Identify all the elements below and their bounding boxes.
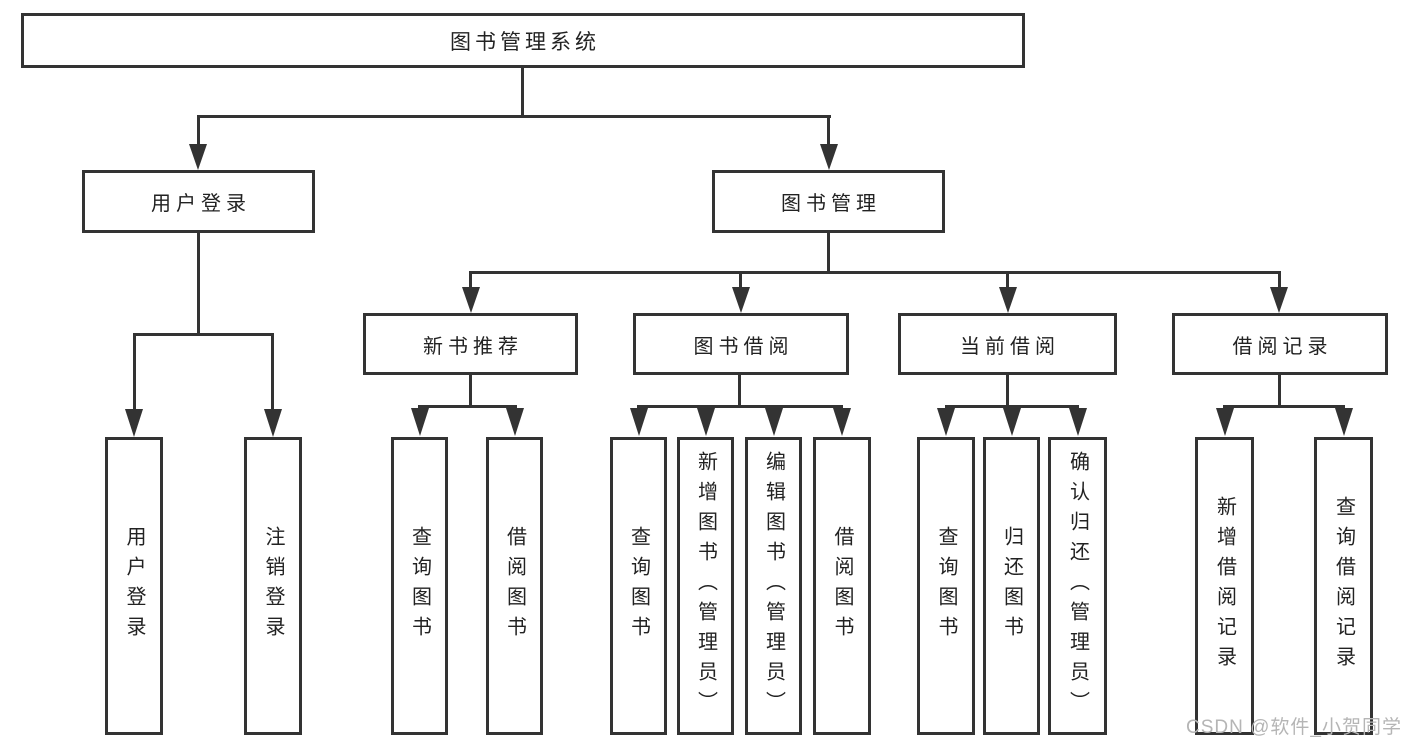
node-new-books: 新书推荐 [363,313,578,375]
node-book-mgmt: 图书管理 [712,170,945,233]
leaf-logout: 注销登录 [244,437,302,735]
connector-drop-book-mgmt [827,115,830,147]
connector-user-login-stem [196,233,200,335]
node-root: 图书管理系统 [21,13,1025,68]
arrowhead-leaf-query-record [1334,408,1353,436]
connector-drop-user-login [196,115,200,147]
leaf-query-books-2-label: 查询图书 [627,526,650,646]
connector-borrow-records-stem [1277,375,1281,408]
arrowhead-leaf-borrow-2 [833,408,851,436]
leaf-query-books-1: 查询图书 [391,437,448,735]
leaf-borrow-books-1-label: 借阅图书 [503,526,526,646]
leaf-add-borrow-record-label: 新增借阅记录 [1213,496,1236,676]
leaf-edit-book-admin: 编辑图书（管理员） [745,437,802,735]
arrowhead-leaf-confirm-return [1068,408,1087,436]
node-book-mgmt-label: 图书管理 [781,193,881,215]
arrowhead-leaf-add-book [696,408,715,436]
leaf-add-book-admin: 新增图书（管理员） [677,437,734,735]
arrowhead-leaf-borrow-1 [505,408,524,436]
connector-user-login-bar [132,333,274,336]
arrowhead-leaf-query-3 [937,408,955,436]
leaf-add-borrow-record: 新增借阅记录 [1195,437,1254,735]
node-current-borrow: 当前借阅 [898,313,1117,375]
leaf-query-borrow-record-label: 查询借阅记录 [1332,496,1355,676]
arrowhead-leaf-login [125,409,143,437]
node-book-borrow-label: 图书借阅 [693,335,794,358]
connector-current-borrow-bar [944,405,1079,408]
leaf-borrow-books-1: 借阅图书 [486,437,543,735]
watermark-text: CSDN @软件_小贺同学 [1186,717,1402,738]
connector-drop-borrow-records [1277,271,1281,291]
arrowhead-leaf-edit-book [764,408,783,436]
leaf-user-login-label: 用户登录 [123,526,145,646]
node-current-borrow-label: 当前借阅 [960,335,1060,358]
connector-drop-book-borrow [739,271,742,291]
leaf-query-borrow-record: 查询借阅记录 [1314,437,1373,735]
leaf-borrow-books-2: 借阅图书 [813,437,871,735]
connector-current-borrow-stem [1006,375,1009,408]
connector-book-mgmt-stem [827,233,830,274]
arrowhead-leaf-query-1 [410,408,429,436]
connector-drop-leaf-login [132,333,136,413]
arrowhead-borrow-records [1270,287,1288,313]
node-borrow-records-label: 借阅记录 [1232,335,1333,358]
node-user-login: 用户登录 [82,170,315,233]
leaf-confirm-return-admin-label: 确认归还（管理员） [1066,451,1089,721]
arrowhead-leaf-add-record [1215,408,1234,436]
leaf-return-book: 归还图书 [983,437,1040,735]
arrowhead-user-login [189,144,207,170]
connector-drop-current-borrow [1006,271,1009,291]
node-new-books-label: 新书推荐 [423,335,523,358]
connector-level2-bar [196,115,831,118]
leaf-add-book-admin-label: 新增图书（管理员） [694,451,717,721]
node-user-login-label: 用户登录 [151,193,251,215]
arrowhead-current-borrow [998,287,1017,313]
leaf-user-login: 用户登录 [105,437,163,735]
node-borrow-records: 借阅记录 [1172,313,1388,375]
connector-borrow-records-bar [1223,405,1345,408]
arrowhead-leaf-query-2 [629,408,648,436]
leaf-query-books-3-label: 查询图书 [935,526,957,646]
arrowhead-book-mgmt [819,144,838,170]
arrowhead-leaf-return-book [1002,408,1021,436]
connector-book-borrow-bar [637,405,843,408]
arrowhead-leaf-logout [263,409,282,437]
leaf-logout-label: 注销登录 [262,526,284,646]
leaf-edit-book-admin-label: 编辑图书（管理员） [762,451,785,721]
leaf-query-books-3: 查询图书 [917,437,975,735]
connector-new-books-bar [418,405,517,408]
connector-drop-new-books [469,271,472,291]
connector-root-stem [520,68,524,117]
arrowhead-new-books [461,287,480,313]
leaf-query-books-2: 查询图书 [610,437,667,735]
node-book-borrow: 图书借阅 [633,313,849,375]
leaf-confirm-return-admin: 确认归还（管理员） [1048,437,1107,735]
connector-new-books-stem [469,375,472,408]
leaf-borrow-books-2-label: 借阅图书 [831,526,853,646]
leaf-return-book-label: 归还图书 [1000,526,1023,646]
arrowhead-book-borrow [731,287,750,313]
connector-drop-leaf-logout [271,333,274,413]
connector-level3-bar [469,271,1280,274]
leaf-query-books-1-label: 查询图书 [408,526,431,646]
node-root-label: 图书管理系统 [450,30,600,54]
connector-book-borrow-stem [738,375,741,408]
